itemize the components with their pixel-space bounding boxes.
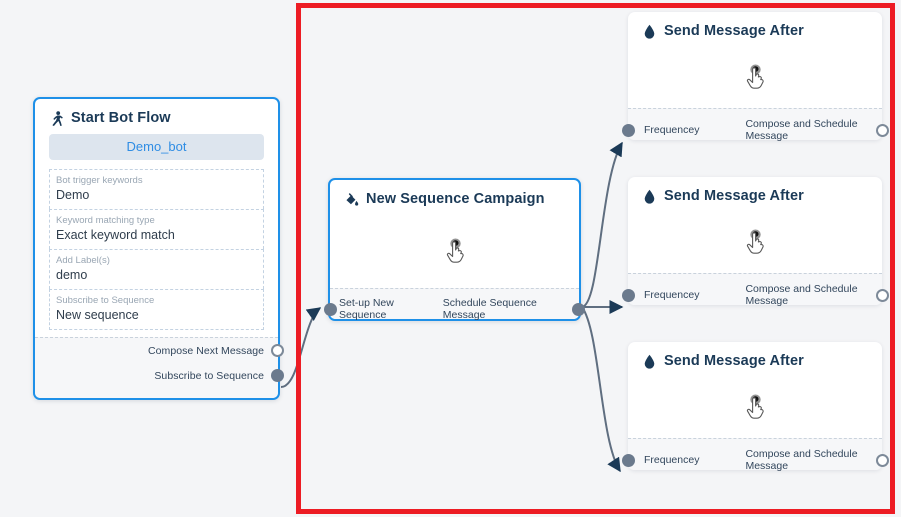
send-message-after-footer: Frequencey Compose and Schedule Message	[622, 108, 889, 142]
edge-schedule-to-frequency-1	[581, 141, 623, 308]
port-label-frequencey: Frequencey	[644, 454, 700, 466]
new-sequence-campaign-header: New Sequence Campaign	[330, 180, 579, 213]
port-label-schedule-sequence-message: Schedule Sequence Message	[442, 297, 537, 321]
port-dot-frequencey[interactable]	[622, 123, 635, 137]
field-value: New sequence	[56, 308, 139, 322]
send-message-after-title: Send Message After	[664, 353, 804, 369]
port-subscribe-to-sequence[interactable]: Subscribe to Sequence	[154, 369, 284, 382]
field-keyword-matching-type[interactable]: Keyword matching type Exact keyword matc…	[49, 209, 264, 249]
send-message-after-footer: Frequencey Compose and Schedule Message	[622, 438, 889, 472]
start-bot-flow-fields: Bot trigger keywords Demo Keyword matchi…	[49, 169, 264, 330]
start-bot-flow-footer: Compose Next Message Subscribe to Sequen…	[35, 337, 284, 398]
field-value: demo	[56, 268, 88, 282]
port-dot-frequencey[interactable]	[622, 288, 635, 302]
new-sequence-campaign-title: New Sequence Campaign	[366, 191, 545, 207]
hand-cursor-icon	[734, 56, 776, 98]
port-dot-schedule-sequence-message[interactable]	[572, 302, 585, 316]
port-label-frequencey: Frequencey	[644, 124, 700, 136]
port-dot-setup-new-sequence[interactable]	[324, 302, 337, 316]
send-message-after-header: Send Message After	[628, 177, 882, 210]
start-bot-flow-title: Start Bot Flow	[71, 110, 171, 126]
edge-schedule-to-frequency-3	[581, 306, 621, 473]
port-label-compose-and-schedule-message: Compose and Schedule Message	[745, 283, 858, 307]
field-value: Demo	[56, 188, 90, 202]
bot-name-pill[interactable]: Demo_bot	[49, 134, 264, 160]
field-subscribe-to-sequence[interactable]: Subscribe to Sequence New sequence	[49, 289, 264, 330]
send-message-after-body[interactable]	[628, 375, 882, 438]
start-bot-flow-header: Start Bot Flow	[35, 99, 278, 132]
paint-bucket-icon	[344, 191, 359, 207]
start-bot-flow-body: Demo_bot Bot trigger keywords Demo Keywo…	[35, 132, 278, 337]
field-value: Exact keyword match	[56, 228, 175, 242]
port-label-setup-new-sequence: Set-up New Sequence	[339, 297, 394, 321]
send-message-after-title: Send Message After	[664, 188, 804, 204]
field-label: Subscribe to Sequence	[56, 295, 155, 306]
water-drop-icon	[642, 353, 657, 369]
port-dot-filled[interactable]	[271, 369, 284, 382]
port-dot-compose-output[interactable]	[876, 123, 889, 137]
hand-cursor-icon	[734, 221, 776, 263]
new-sequence-campaign-port-labels: Set-up New Sequence Schedule Sequence Me…	[337, 297, 572, 321]
port-dot-hollow[interactable]	[271, 344, 284, 357]
port-dot-frequencey[interactable]	[622, 453, 635, 467]
port-compose-next-message[interactable]: Compose Next Message	[148, 344, 284, 357]
port-label-compose-and-schedule-message: Compose and Schedule Message	[745, 118, 858, 142]
field-add-labels[interactable]: Add Label(s) demo	[49, 249, 264, 289]
edge-subscribe-to-setup	[280, 307, 322, 388]
running-person-icon	[49, 110, 64, 126]
node-send-message-after-3[interactable]: Send Message After Frequencey Compose an…	[622, 342, 889, 472]
field-label: Add Label(s)	[56, 255, 110, 266]
send-message-after-title: Send Message After	[664, 23, 804, 39]
port-dot-compose-output[interactable]	[876, 288, 889, 302]
port-label: Subscribe to Sequence	[154, 369, 264, 382]
node-send-message-after-2[interactable]: Send Message After Frequencey Compose an…	[622, 177, 889, 307]
field-label: Keyword matching type	[56, 215, 155, 226]
node-start-bot-flow[interactable]: Start Bot Flow Demo_bot Bot trigger keyw…	[33, 97, 284, 400]
hand-cursor-icon	[434, 230, 476, 272]
water-drop-icon	[642, 188, 657, 204]
port-label-compose-and-schedule-message: Compose and Schedule Message	[745, 448, 858, 472]
port-label: Compose Next Message	[148, 344, 264, 357]
node-send-message-after-1[interactable]: Send Message After Frequencey Compose an…	[622, 12, 889, 142]
send-message-after-body[interactable]	[628, 210, 882, 273]
field-bot-trigger-keywords[interactable]: Bot trigger keywords Demo	[49, 169, 264, 209]
send-message-after-header: Send Message After	[628, 12, 882, 45]
new-sequence-campaign-body[interactable]	[330, 213, 579, 288]
new-sequence-campaign-footer: Set-up New Sequence Schedule Sequence Me…	[324, 288, 585, 321]
hand-cursor-icon	[734, 386, 776, 428]
send-message-after-footer: Frequencey Compose and Schedule Message	[622, 273, 889, 307]
node-new-sequence-campaign[interactable]: New Sequence Campaign Set-up New Sequenc…	[324, 178, 585, 321]
field-label: Bot trigger keywords	[56, 175, 143, 186]
port-label-frequencey: Frequencey	[644, 289, 700, 301]
send-message-after-header: Send Message After	[628, 342, 882, 375]
port-dot-compose-output[interactable]	[876, 453, 889, 467]
water-drop-icon	[642, 23, 657, 39]
send-message-after-body[interactable]	[628, 45, 882, 108]
